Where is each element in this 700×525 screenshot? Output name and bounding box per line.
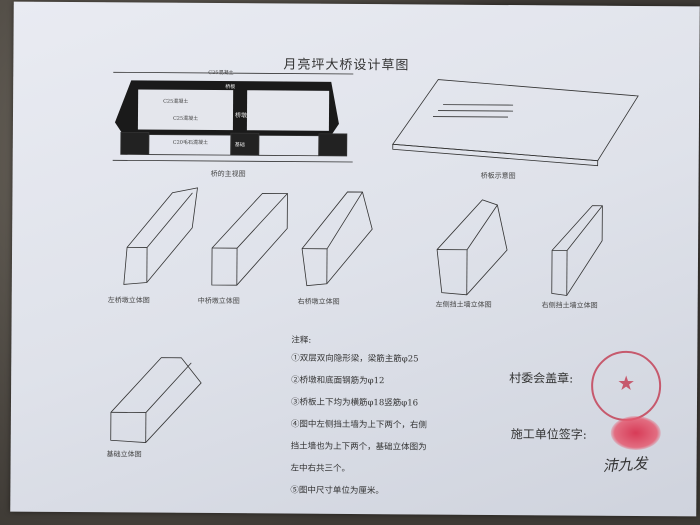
deck-sketch	[392, 79, 639, 167]
view-caption: 左桥墩立体图	[107, 296, 150, 305]
note-item: ⑤图中尺寸单位为厘米。	[290, 485, 384, 497]
notes-heading: 注释:	[291, 335, 312, 346]
note-item: ①双层双向隐形梁，梁筋主筋φ25	[291, 353, 419, 365]
handwritten-signature: 沛九发	[602, 454, 649, 476]
label-c20: C20毛石混凝土	[172, 139, 209, 146]
label-c25-low: C25混凝土	[172, 115, 199, 122]
pier-sketches	[110, 187, 603, 443]
note-item: 挡土墙也为上下两个，基础立体图为	[290, 441, 427, 453]
fingerprint-seal	[610, 415, 661, 451]
label-foundation: 基础	[234, 142, 245, 149]
label-deck: 桥板	[225, 84, 236, 91]
bridge-front-view	[112, 71, 354, 163]
note-item: ④图中左侧挡土墙为上下两个，右侧	[290, 419, 427, 431]
view-caption: 中桥墩立体图	[197, 296, 240, 306]
view-caption: 左侧挡土墙立体图	[435, 300, 492, 309]
village-stamp: ★	[590, 350, 662, 422]
front-view-caption: 桥的主视图	[210, 169, 246, 179]
view-caption: 右桥墩立体图	[297, 297, 340, 306]
drawings	[110, 71, 639, 443]
label-pier: 桥墩	[234, 112, 248, 120]
notes: 注释: ①双层双向隐形梁，梁筋主筋φ25 ②桥墩和底面钢筋为φ12 ③桥板上下均…	[290, 334, 427, 503]
note-item: ②桥墩和底面钢筋为φ12	[291, 375, 385, 387]
note-item: 左中右共三个。	[290, 463, 351, 474]
label-c25-mid: C25混凝土	[163, 98, 189, 105]
note-item: ③桥板上下均为横筋φ18竖筋φ16	[290, 397, 419, 409]
label-c25-top: C25混凝土	[208, 69, 234, 77]
village-seal-label: 村委会盖章:	[509, 371, 574, 386]
contractor-signature-label: 施工单位签字:	[510, 427, 587, 442]
view-caption: 基础立体图	[106, 450, 142, 459]
design-sheet: 月亮坪大桥设计草图 桥的主视图 桥板示意图 C	[10, 1, 700, 517]
deck-caption: 桥板示意图	[480, 171, 516, 181]
view-caption: 右侧挡土墙立体图	[541, 301, 598, 310]
